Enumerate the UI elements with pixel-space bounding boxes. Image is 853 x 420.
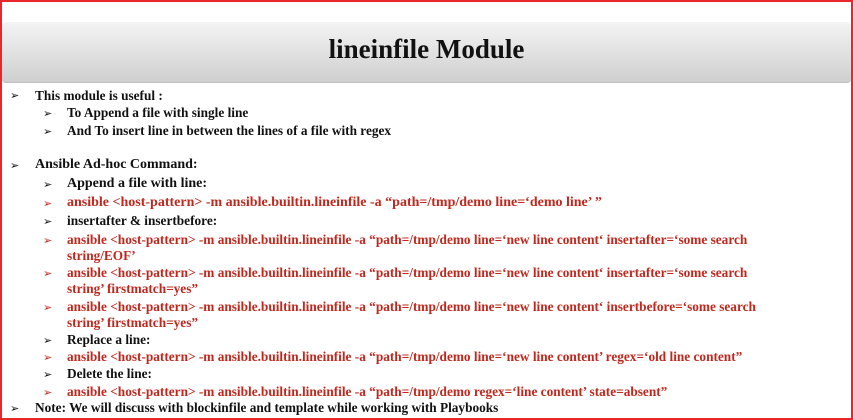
list-item-append-line: Append a file with line:	[67, 176, 208, 191]
command-insertafter-firstmatch-cont: string’ firstmatch=yes”	[67, 281, 199, 296]
bullet-arrow-icon: ➢	[43, 335, 53, 347]
command-insertafter-firstmatch: ansible <host-pattern> -m ansible.builti…	[67, 265, 748, 280]
command-delete: ansible <host-pattern> -m ansible.builti…	[67, 384, 668, 399]
command-insertafter-eof-cont: string/EOF’	[67, 248, 136, 263]
command-insertbefore-firstmatch-cont: string’ firstmatch=yes”	[67, 315, 199, 330]
command-insertbefore-firstmatch: ansible <host-pattern> -m ansible.builti…	[67, 299, 756, 314]
slide-title: lineinfile Module	[328, 34, 525, 64]
bullet-arrow-icon: ➢	[43, 268, 53, 280]
bullet-arrow-icon: ➢	[10, 160, 20, 172]
title-band	[2, 22, 851, 83]
bullet-arrow-icon: ➢	[43, 302, 53, 314]
list-item-note: Note: We will discuss with blockinfile a…	[35, 400, 499, 415]
bullet-arrow-icon: ➢	[43, 179, 53, 191]
bullet-arrow-icon: ➢	[10, 403, 20, 415]
bullet-arrow-icon: ➢	[43, 352, 53, 364]
bullet-arrow-icon: ➢	[43, 126, 53, 138]
bullet-arrow-icon: ➢	[43, 216, 53, 228]
list-item-adhoc-command: Ansible Ad-hoc Command:	[35, 157, 198, 172]
command-insertafter-eof: ansible <host-pattern> -m ansible.builti…	[67, 232, 748, 247]
list-item-module-useful: This module is useful :	[35, 88, 163, 103]
list-item-replace-line: Replace a line:	[67, 332, 151, 347]
bullet-arrow-icon: ➢	[43, 369, 53, 381]
command-append: ansible <host-pattern> -m ansible.builti…	[67, 195, 602, 210]
bullet-arrow-icon: ➢	[43, 235, 53, 247]
list-item-delete-line: Delete the line:	[67, 366, 152, 381]
list-item-insert-regex: And To insert line in between the lines …	[67, 123, 392, 138]
list-item-insertafter-insertbefore: insertafter & insertbefore:	[67, 213, 218, 228]
bullet-arrow-icon: ➢	[10, 90, 20, 102]
bullet-arrow-icon: ➢	[43, 387, 53, 399]
list-item-append: To Append a file with single line	[67, 105, 249, 120]
command-replace: ansible <host-pattern> -m ansible.builti…	[67, 349, 743, 364]
bullet-arrow-icon: ➢	[43, 108, 53, 120]
bullet-arrow-icon: ➢	[43, 198, 53, 210]
